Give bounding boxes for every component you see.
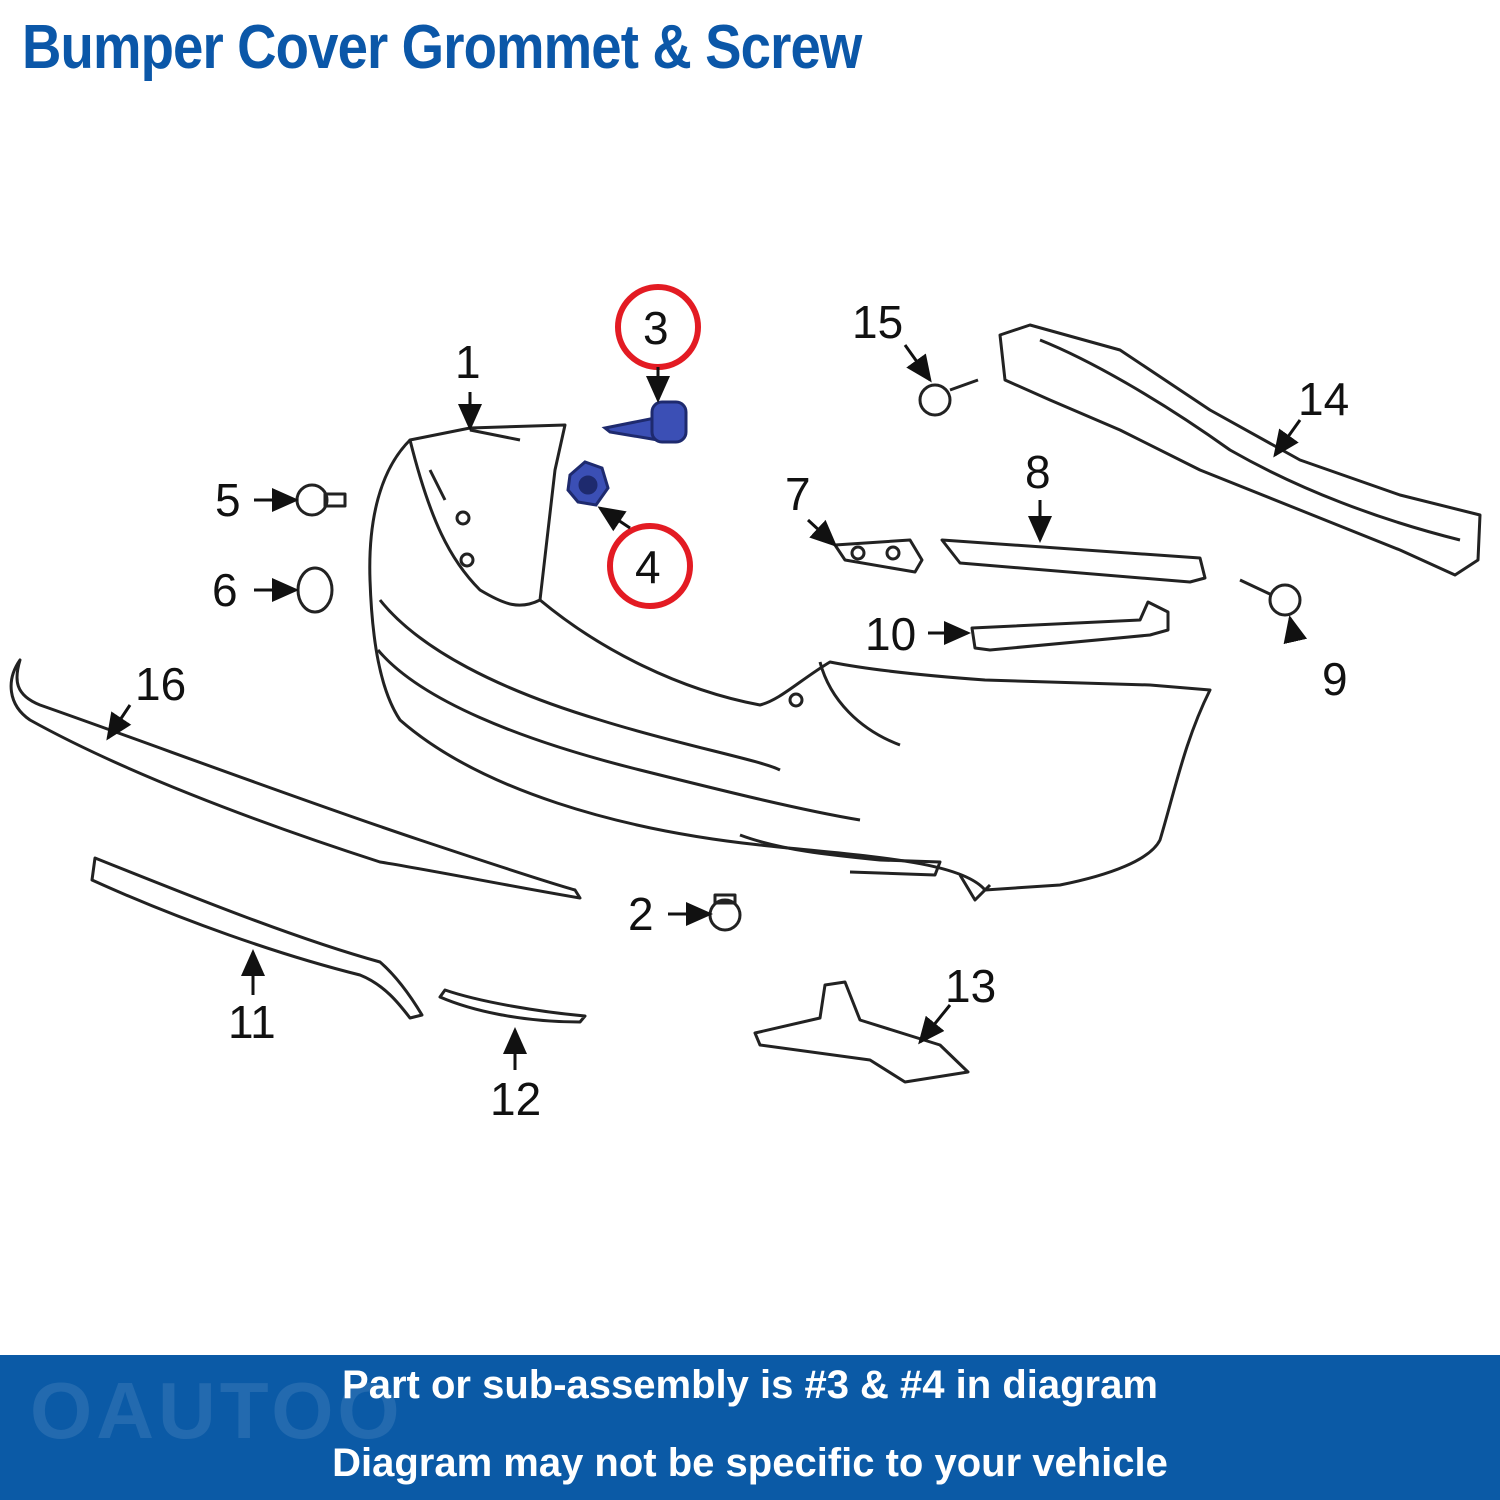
bumper-cover-part (368, 423, 1212, 902)
grommet-part-4 (566, 460, 610, 507)
callout-13: 13 (945, 960, 996, 1012)
side-bar-part (940, 538, 1207, 584)
info-banner: OAUTOO Part or sub-assembly is #3 & #4 i… (0, 1355, 1500, 1500)
callout-14: 14 (1298, 373, 1349, 425)
callout-7: 7 (785, 468, 811, 520)
reflector-strip-part (438, 988, 587, 1024)
lower-bracket-part (753, 980, 970, 1084)
callout-8: 8 (1025, 446, 1051, 498)
screw-part-3 (601, 400, 688, 444)
brand-watermark: OAUTOO (30, 1366, 404, 1455)
callout-9: 9 (1322, 653, 1348, 705)
callout-5: 5 (215, 474, 241, 526)
callout-16: 16 (135, 658, 186, 710)
highlight-ring-4 (607, 523, 693, 609)
fastener-parts (295, 378, 1302, 932)
callout-1: 1 (455, 336, 481, 388)
callout-11: 11 (228, 996, 276, 1048)
banner-line-1: Part or sub-assembly is #3 & #4 in diagr… (342, 1363, 1158, 1407)
callout-4: 4 (635, 541, 661, 593)
callout-6: 6 (212, 564, 238, 616)
reinforcement-beam-part (998, 323, 1482, 577)
callout-12: 12 (490, 1073, 541, 1125)
callout-2: 2 (628, 888, 654, 940)
small-bracket-part (833, 538, 924, 574)
callout-3: 3 (643, 302, 669, 354)
page-title: Bumper Cover Grommet & Screw (22, 13, 862, 82)
banner-line-2: Diagram may not be specific to your vehi… (332, 1441, 1168, 1485)
lower-strip-part (90, 856, 424, 1020)
callout-10: 10 (865, 608, 916, 660)
bracket-bar-part (970, 600, 1170, 652)
callout-15: 15 (852, 296, 903, 348)
